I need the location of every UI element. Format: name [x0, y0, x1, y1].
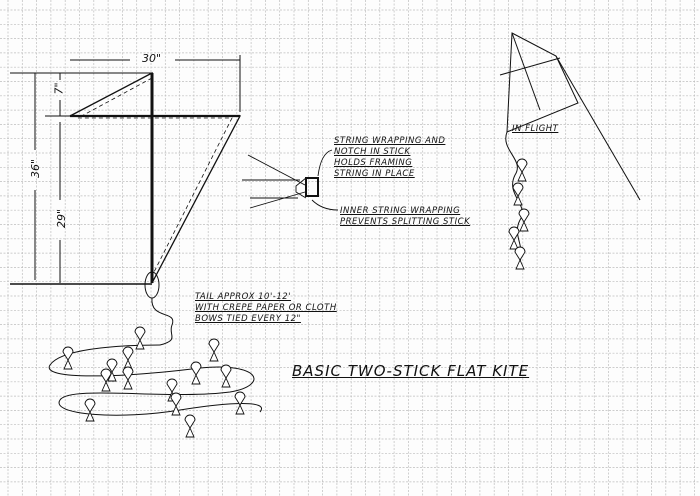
drawing-title: BASIC TWO-STICK FLAT KITE [292, 362, 530, 380]
tail-bow [134, 326, 146, 350]
tail-bow [208, 338, 220, 362]
dimension-lines [10, 55, 241, 285]
tail-bow [106, 358, 118, 382]
dimension-lower-section: 29" [55, 208, 69, 229]
tail-bow [62, 346, 74, 370]
in-flight-label: IN FLIGHT [512, 124, 558, 135]
tail-bow [84, 398, 96, 422]
tail-bow [122, 366, 134, 390]
tail-bow [184, 414, 196, 438]
tail-callout: TAIL APPROX 10'-12' WITH CREPE PAPER OR … [195, 292, 337, 325]
in-flight-kite [499, 32, 641, 263]
main-kite [69, 71, 242, 346]
dimension-top-section: 7" [52, 82, 66, 95]
callout-line: WITH CREPE PAPER OR CLOTH [195, 303, 337, 313]
tail-loop [48, 344, 263, 416]
callout-line: STRING WRAPPING AND [334, 136, 446, 146]
dimension-total-height: 36" [29, 158, 43, 179]
callout-line: INNER STRING WRAPPING [340, 206, 461, 216]
tail-bow [508, 226, 520, 250]
tail-bow [122, 346, 134, 370]
tail-bow [220, 364, 232, 388]
callout-line: STRING IN PLACE [334, 169, 415, 179]
callout-line: NOTCH IN STICK [334, 147, 411, 157]
tail-bow [100, 368, 112, 392]
tail-bow [516, 158, 528, 182]
tail-bow [190, 361, 202, 385]
callout-line: IN FLIGHT [512, 124, 559, 134]
tail-bows [62, 158, 530, 438]
tail-bow [512, 182, 524, 206]
callout-line: HOLDS FRAMING [334, 158, 413, 168]
tail-bow [514, 246, 526, 270]
notch-detail [242, 149, 339, 211]
callout-line: BOWS TIED EVERY 12" [195, 314, 301, 324]
string-wrapping-callout: STRING WRAPPING AND NOTCH IN STICK HOLDS… [334, 136, 445, 180]
tail-bow [518, 208, 530, 232]
callout-line: PREVENTS SPLITTING STICK [340, 217, 471, 227]
callout-line: TAIL APPROX 10'-12' [195, 292, 292, 302]
inner-wrapping-callout: INNER STRING WRAPPING PREVENTS SPLITTING… [340, 206, 470, 228]
dimension-width: 30" [142, 52, 162, 65]
tail-bow [170, 392, 182, 416]
tail-bow [234, 391, 246, 415]
